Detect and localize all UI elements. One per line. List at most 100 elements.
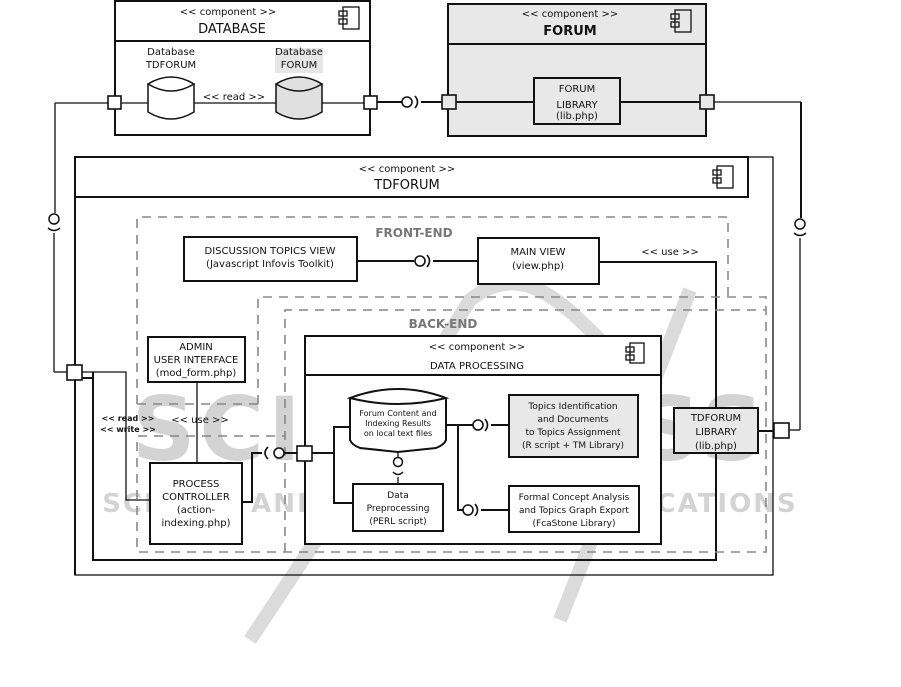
discussion-view-label-2: (Javascript Infovis Toolkit) (206, 259, 334, 270)
provided-interface-icon (462, 504, 474, 516)
process-controller-label-4: indexing.php) (162, 518, 231, 529)
provided-interface-icon (48, 213, 60, 225)
use-label-mid: << use >> (171, 415, 229, 426)
process-controller-label-1: PROCESS (173, 479, 220, 490)
provided-interface-icon (392, 456, 404, 468)
db-tdforum-label-1: Database (147, 47, 195, 58)
discussion-topics-view[interactable]: DISCUSSION TOPICS VIEW (Javascript Infov… (183, 236, 358, 282)
admin-ui-label-2: USER INTERFACE (154, 355, 239, 366)
tdforum-library-label-3: (lib.php) (695, 441, 737, 452)
db-forum-label-2: FORUM (281, 60, 318, 71)
component-icon (670, 9, 692, 33)
database-title: DATABASE (198, 22, 266, 37)
database-component[interactable]: << component >> DATABASE Database TDFORU… (107, 0, 378, 136)
topics-label-4: (R script + TM Library) (522, 441, 624, 451)
process-controller-label-2: CONTROLLER (162, 492, 230, 503)
process-controller[interactable]: PROCESS CONTROLLER (action- indexing.php… (149, 462, 243, 545)
back-end-region: BACK-END (136, 296, 767, 553)
discussion-main-interface (357, 254, 478, 268)
required-interface-icon (264, 446, 269, 460)
main-view[interactable]: MAIN VIEW (view.php) (477, 237, 600, 285)
provided-interface-icon (401, 96, 413, 108)
forum-library-box[interactable] (533, 77, 621, 125)
write-label: << write >> (100, 425, 156, 434)
main-view-label-1: MAIN VIEW (510, 247, 565, 258)
database-port-left[interactable] (107, 95, 122, 110)
component-icon (625, 342, 645, 364)
forum-stereotype: << component >> (522, 9, 618, 20)
process-controller-label-3: (action- (177, 505, 216, 516)
db-tdforum-label-2: TDFORUM (145, 60, 196, 71)
fca-label-3: (FcaStone Library) (533, 519, 616, 529)
preprocessing-label-1: Data (387, 491, 409, 501)
component-icon (712, 165, 734, 189)
data-processing-port[interactable] (296, 445, 313, 462)
forum-port-left[interactable] (441, 94, 457, 110)
forum-component[interactable]: << component >> FORUM FORUM LIBRARY (lib… (441, 3, 715, 137)
tdforum-title: TDFORUM (373, 178, 439, 193)
store-label-1: Forum Content and (359, 409, 436, 418)
read-write-link (82, 371, 150, 501)
fca-label-2: and Topics Graph Export (519, 506, 629, 516)
provided-interface-icon (273, 447, 285, 459)
store-analysis-interfaces (446, 418, 509, 517)
admin-ui-label-1: ADMIN (179, 342, 213, 353)
topics-label-1: Topics Identification (527, 402, 617, 412)
db-forum-cylinder-icon[interactable] (274, 76, 324, 120)
back-end-label: BACK-END (409, 317, 478, 331)
provided-interface-icon (472, 419, 484, 431)
topics-label-2: and Documents (537, 415, 608, 425)
tdforum-library-label-1: TDFORUM (690, 413, 741, 424)
database-forum-interface (377, 95, 442, 109)
required-interface-icon (47, 227, 61, 232)
admin-user-interface[interactable]: ADMIN USER INTERFACE (mod_form.php) (147, 336, 246, 383)
use-label-top: << use >> (641, 247, 699, 258)
tdforum-stereotype: << component >> (359, 164, 455, 175)
required-interface-icon (392, 471, 404, 476)
database-port-right[interactable] (363, 95, 378, 110)
tdforum-header (74, 156, 749, 198)
forum-library-label-3: (lib.php) (556, 111, 598, 122)
topics-identification[interactable]: Topics Identification and Documents to T… (508, 394, 639, 458)
store-label-3: on local text files (364, 429, 432, 438)
discussion-view-label-1: DISCUSSION TOPICS VIEW (205, 246, 336, 257)
required-interface-icon (426, 254, 431, 268)
admin-ui-label-3: (mod_form.php) (156, 368, 237, 379)
formal-concept-analysis[interactable]: Formal Concept Analysis and Topics Graph… (508, 485, 640, 533)
required-interface-icon (484, 418, 489, 432)
required-interface-icon (474, 503, 479, 517)
store-label-2: Indexing Results (365, 419, 431, 428)
database-stereotype: << component >> (180, 7, 276, 18)
db-tdforum-cylinder-icon[interactable] (146, 76, 196, 120)
data-processing-stereotype: << component >> (429, 342, 525, 353)
forum-title: FORUM (543, 24, 596, 39)
required-interface-icon (793, 232, 807, 237)
db-forum-label-1: Database (275, 47, 323, 58)
forum-library-label-2: LIBRARY (556, 100, 598, 111)
tdforum-library[interactable]: TDFORUM LIBRARY (lib.php) (673, 407, 759, 454)
forum-content-store[interactable]: Forum Content and Indexing Results on lo… (346, 388, 450, 454)
preprocessing-label-2: Preprocessing (367, 504, 430, 514)
tdforum-port-left[interactable] (66, 364, 83, 381)
fca-label-1: Formal Concept Analysis (519, 493, 630, 503)
data-preprocessing[interactable]: Data Preprocessing (PERL script) (352, 483, 444, 532)
tdforum-inner-link (92, 261, 717, 561)
provided-interface-icon (794, 218, 806, 230)
component-icon (338, 6, 360, 30)
controller-dataprocessing-interface (242, 446, 297, 503)
required-interface-icon (414, 95, 419, 109)
forum-tdforum-interface (714, 101, 807, 431)
topics-label-3: to Topics Assignment (525, 428, 621, 438)
forum-port-right[interactable] (699, 94, 715, 110)
main-view-label-2: (view.php) (512, 261, 564, 272)
front-end-label: FRONT-END (375, 226, 452, 240)
data-processing-title: DATA PROCESSING (430, 361, 524, 372)
provided-interface-icon (414, 255, 426, 267)
forum-library-label-1: FORUM (559, 84, 596, 95)
tdforum-port-right[interactable] (773, 422, 790, 439)
db-read-label: << read >> (203, 92, 265, 103)
db-forum-label-bg (275, 48, 323, 73)
preprocessing-label-3: (PERL script) (369, 517, 426, 527)
store-preprocessing-interface (392, 452, 404, 484)
